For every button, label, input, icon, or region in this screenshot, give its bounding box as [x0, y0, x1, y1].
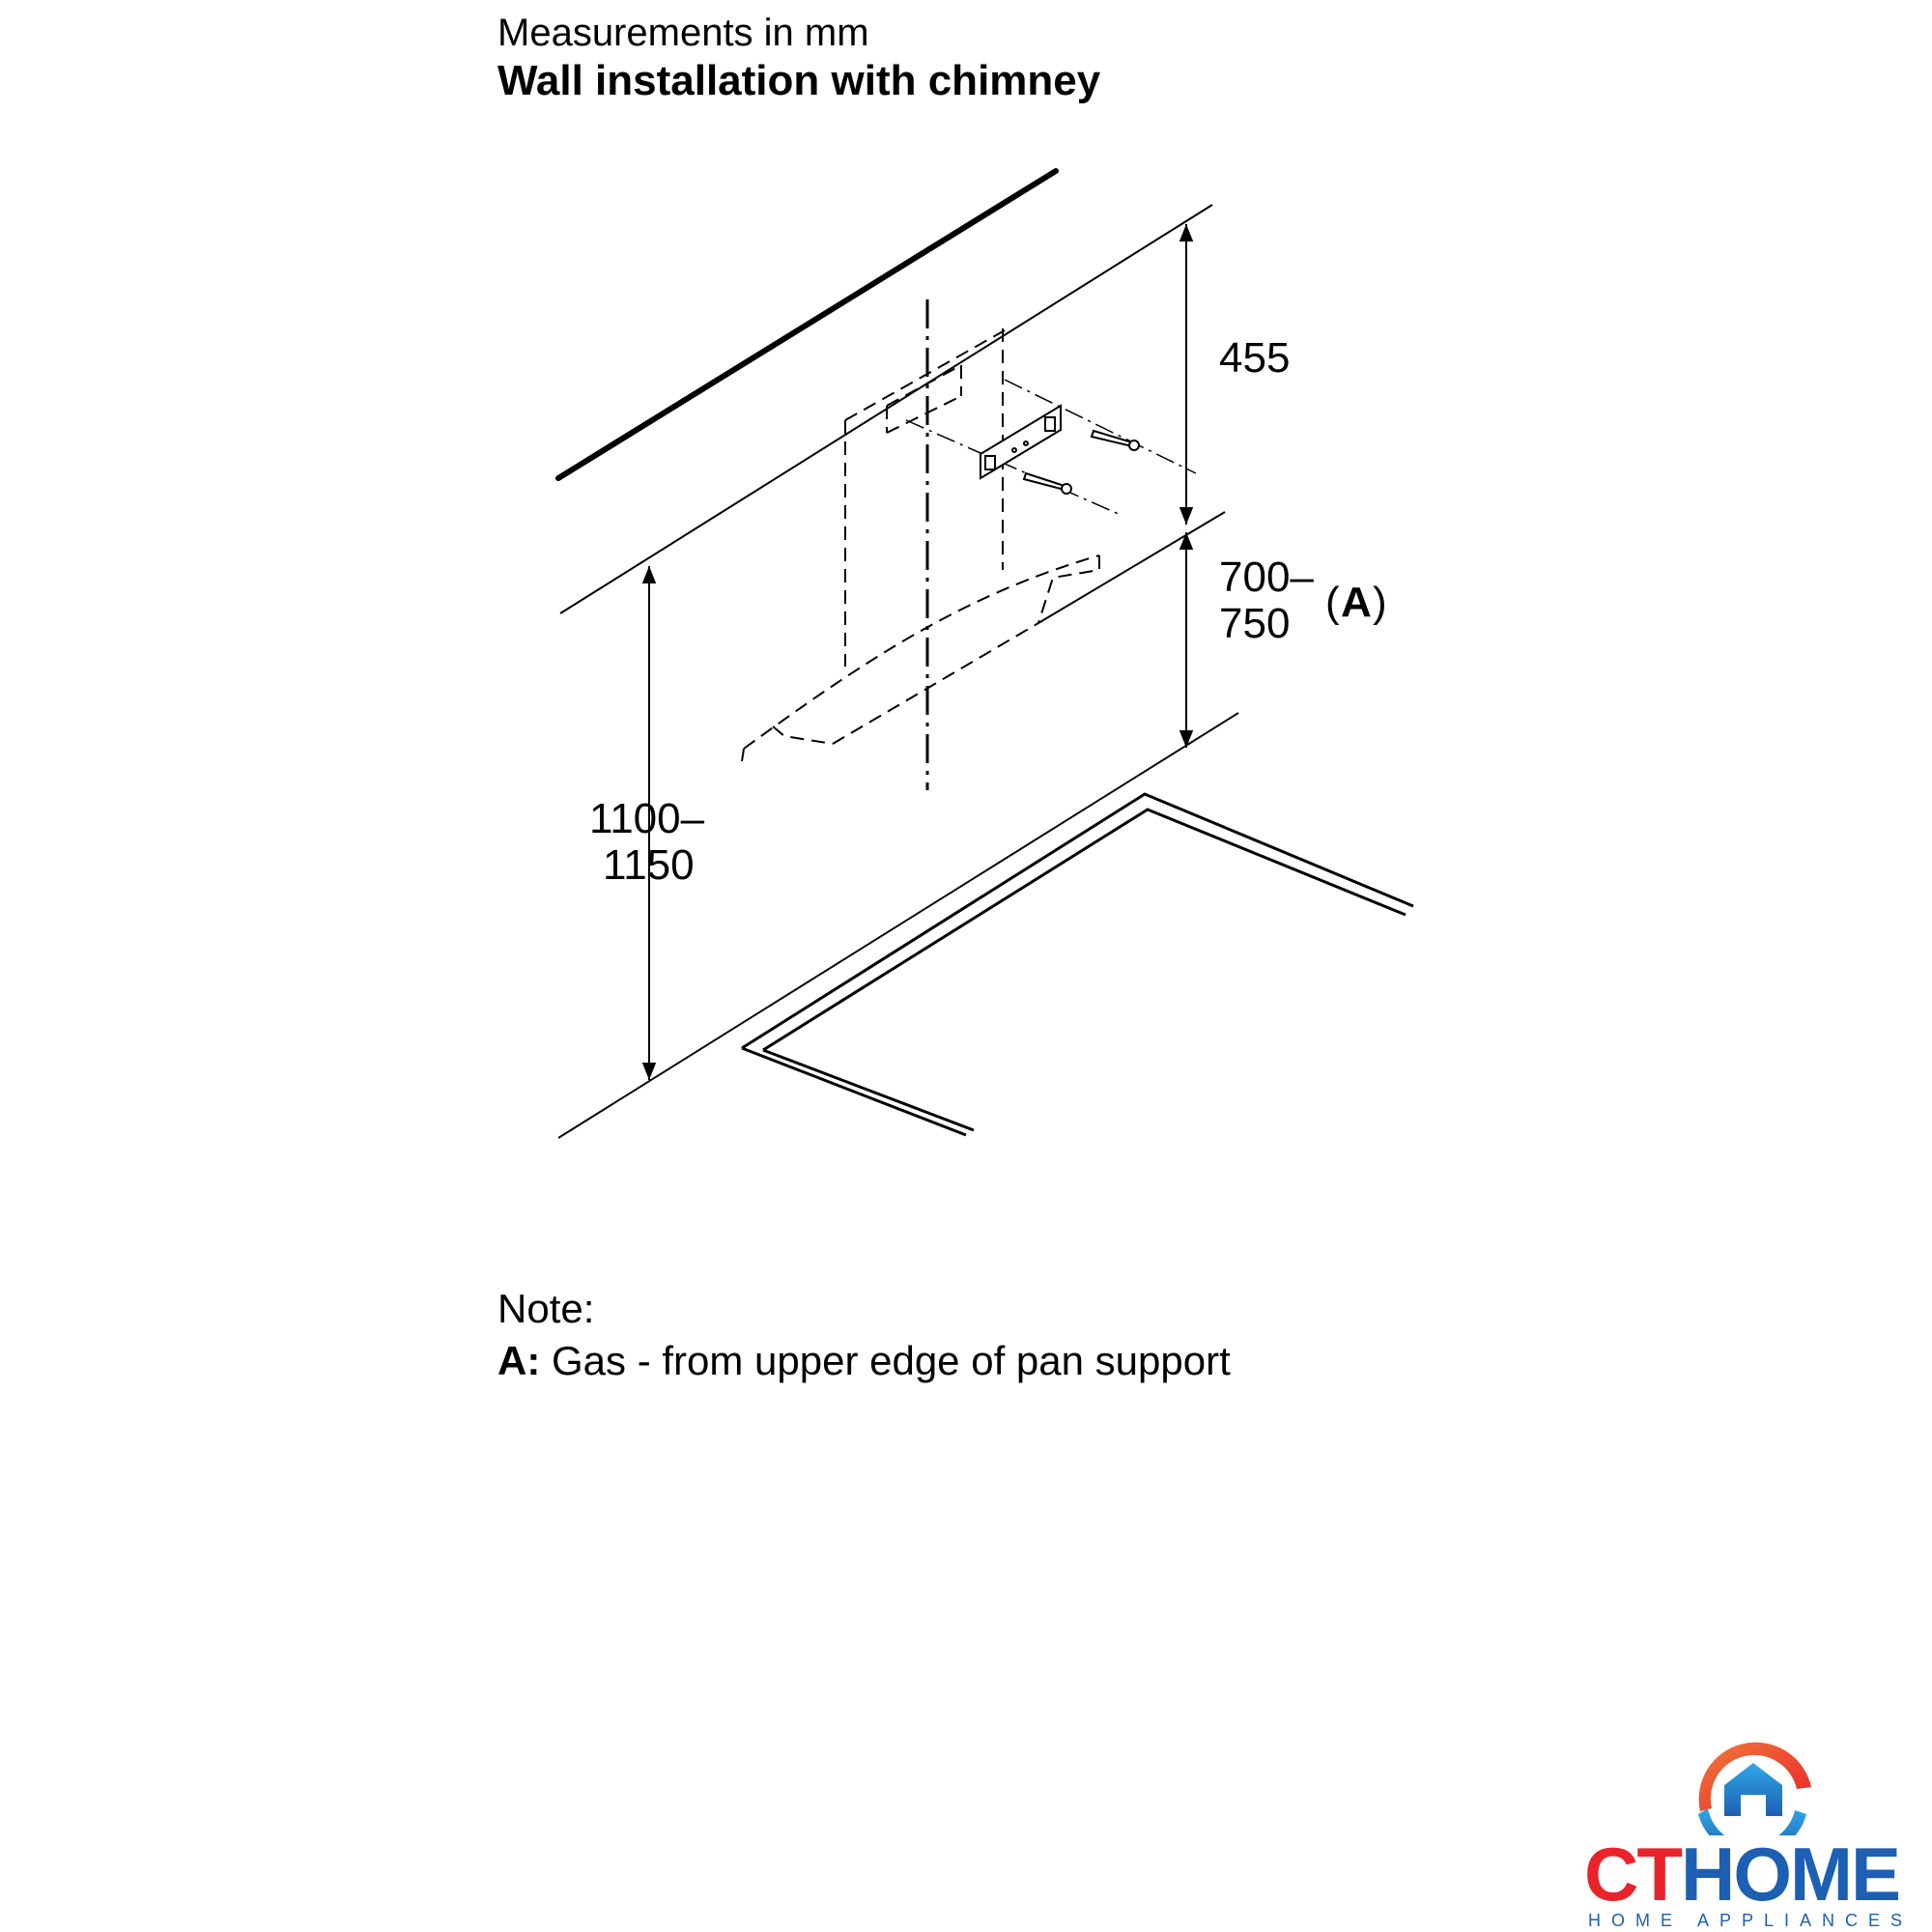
note-key: A:	[497, 1338, 541, 1383]
note-block: Note: A: Gas - from upper edge of pan su…	[497, 1283, 1231, 1387]
logo-brand-text: CTHOME	[1584, 1835, 1901, 1913]
dim-label-lower-2: 1150	[603, 841, 695, 889]
hob-outline	[741, 792, 1414, 1137]
cthome-logo: CTHOME HOME APPLIANCES	[1575, 1719, 1932, 1932]
measurement-unit-note: Measurements in mm	[497, 12, 869, 54]
hood-level-line	[1037, 511, 1226, 624]
dim-label-middle-1: 700–	[1219, 554, 1314, 601]
logo-brand-ct: CT	[1584, 1832, 1683, 1917]
diagram-header: Measurements in mm Wall installation wit…	[497, 10, 1100, 106]
house-logo-icon	[1698, 1742, 1811, 1835]
ceiling-line	[555, 168, 1059, 481]
chimney-outline	[844, 328, 1006, 667]
dim-label-upper: 455	[1219, 334, 1290, 382]
note-label: Note:	[497, 1286, 595, 1331]
dim-ref-letter: A	[1341, 579, 1372, 626]
wall-screws	[1022, 429, 1140, 495]
logo-tagline: HOME APPLIANCES	[1588, 1911, 1914, 1930]
diagram-title: Wall installation with chimney	[497, 57, 1101, 104]
hood-canopy-outline	[741, 554, 1100, 762]
note-description: Gas - from upper edge of pan support	[540, 1338, 1231, 1383]
dim-ref-open: (	[1325, 579, 1340, 626]
screw-axis-upper	[1004, 379, 1197, 474]
wall-bracket	[980, 404, 1062, 480]
bracket-axis-line	[905, 419, 1122, 516]
dim-label-lower-1: 1100–	[589, 795, 705, 842]
worktop-line	[557, 712, 1239, 1139]
dim-label-middle-2: 750	[1219, 600, 1290, 647]
dim-ref-close: )	[1373, 579, 1387, 626]
note-text: A: Gas - from upper edge of pan support	[497, 1335, 1231, 1387]
logo-brand-home: HOME	[1680, 1832, 1901, 1917]
